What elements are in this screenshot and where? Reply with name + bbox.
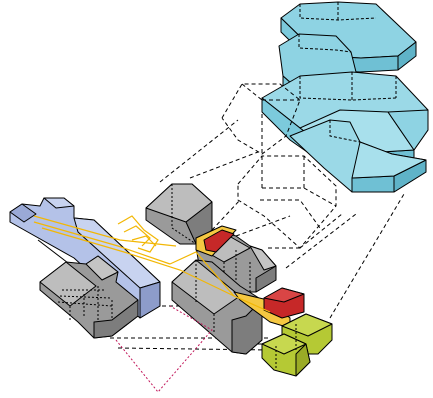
lime-parts (262, 314, 332, 376)
cyan-block-group (262, 2, 428, 192)
